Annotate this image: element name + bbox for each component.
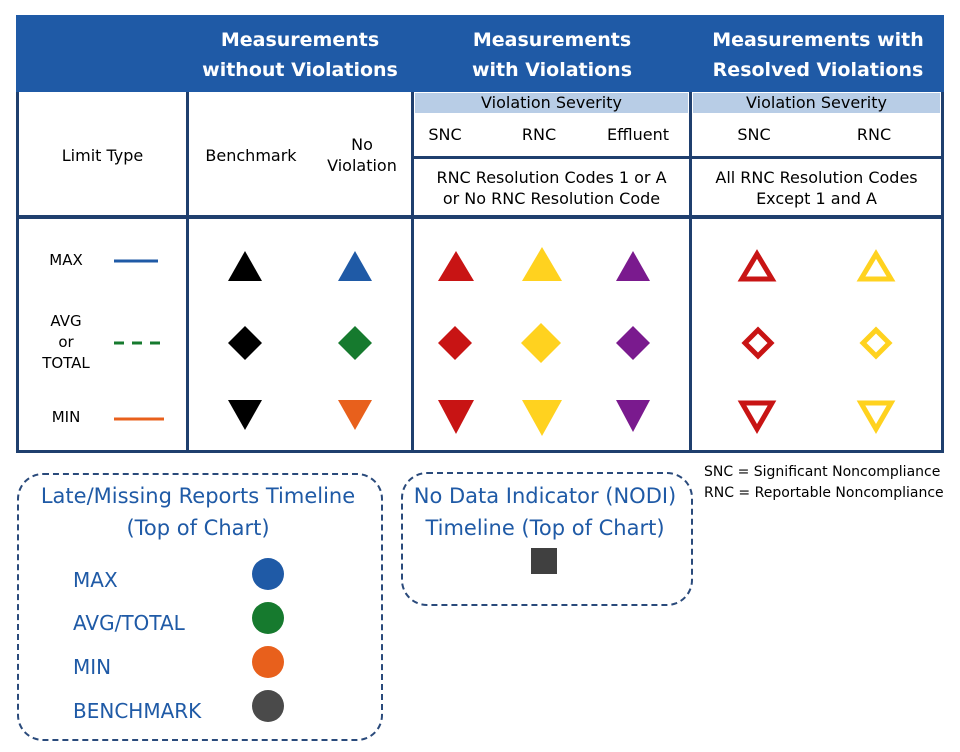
no-violation-avg-diamond (338, 326, 372, 360)
violation-severity-bar-a: Violation Severity (415, 93, 688, 113)
header-resolved-violations: Measurements with Resolved Violations (712, 29, 924, 81)
nodi-title: No Data Indicator (NODI) Timeline (Top o… (413, 484, 677, 540)
benchmark-min-triangle-down (228, 400, 262, 430)
benchmark-avg-diamond (228, 326, 262, 360)
header-band (16, 15, 944, 92)
divider-col1 (186, 92, 189, 453)
no-violation-max-triangle-up (338, 251, 372, 281)
snc-avg-diamond (438, 326, 472, 360)
line-sample-max (114, 259, 158, 263)
late-missing-item-max: MAX (73, 568, 118, 592)
table-border-right (941, 92, 944, 453)
nodi-square (531, 548, 557, 574)
violation-severity-bar-b: Violation Severity (693, 93, 940, 113)
effluent-label: Effluent (607, 125, 669, 144)
effluent-max-triangle-up (616, 251, 650, 281)
snc-label-a: SNC (428, 125, 462, 144)
effluent-min-triangle-down (616, 400, 650, 432)
resolved-rnc-avg-diamond-outline (859, 326, 893, 360)
rnc-definition-note: RNC = Reportable Noncompliance (704, 485, 944, 501)
late-missing-dot-min (252, 646, 284, 678)
resolved-rnc-min-triangle-down-outline (856, 400, 896, 434)
limit-type-label: Limit Type (61, 146, 144, 165)
no-violation-label: No Violation (327, 135, 397, 175)
late-missing-dot-avg-total (252, 602, 284, 634)
late-missing-item-benchmark: BENCHMARK (73, 699, 202, 723)
line-sample-avg-total (114, 341, 164, 345)
table-border-bottom (16, 450, 944, 453)
divider-header-body (16, 215, 944, 219)
late-missing-item-min: MIN (73, 655, 112, 679)
rnc-max-triangle-up (522, 247, 562, 281)
benchmark-max-triangle-up (228, 251, 262, 281)
late-missing-item-avg-total: AVG/TOTAL (73, 611, 185, 635)
table-border-left (16, 92, 19, 453)
header-without-violations: Measurements without Violations (202, 29, 398, 81)
divider-violations-mid (411, 156, 944, 159)
snc-min-triangle-down (438, 400, 474, 434)
header-with-violations: Measurements with Violations (471, 29, 633, 81)
divider-col3 (689, 92, 692, 453)
rnc-min-triangle-down (522, 400, 562, 436)
snc-definition-note: SNC = Significant Noncompliance (704, 464, 941, 480)
row-label-max: MAX (49, 251, 83, 269)
snc-label-b: SNC (737, 125, 771, 144)
effluent-avg-diamond (616, 326, 650, 360)
resolved-snc-min-triangle-down-outline (737, 400, 777, 434)
rnc-label-a: RNC (521, 125, 557, 144)
rnc-label-b: RNC (856, 125, 892, 144)
resolved-snc-max-triangle-up-outline (737, 249, 777, 282)
late-missing-dot-benchmark (252, 690, 284, 722)
row-label-min: MIN (51, 408, 81, 426)
nodi-legend (401, 472, 693, 606)
late-missing-dot-max (252, 558, 284, 590)
rnc-codes-label-a: RNC Resolution Codes 1 or A or No RNC Re… (436, 168, 667, 208)
rnc-avg-diamond (521, 323, 561, 363)
no-violation-min-triangle-down (338, 400, 372, 430)
late-missing-reports-legend (17, 473, 383, 741)
resolved-snc-avg-diamond-outline (741, 326, 775, 360)
resolved-rnc-max-triangle-up-outline (856, 249, 896, 282)
line-sample-min (114, 417, 164, 421)
snc-max-triangle-up (438, 251, 474, 281)
row-label-avg-total: AVG or TOTAL (42, 312, 90, 372)
rnc-codes-label-b: All RNC Resolution Codes Except 1 and A (715, 168, 918, 208)
late-missing-title: Late/Missing Reports Timeline (Top of Ch… (40, 484, 356, 540)
benchmark-label: Benchmark (205, 146, 297, 165)
divider-col2 (411, 92, 414, 453)
